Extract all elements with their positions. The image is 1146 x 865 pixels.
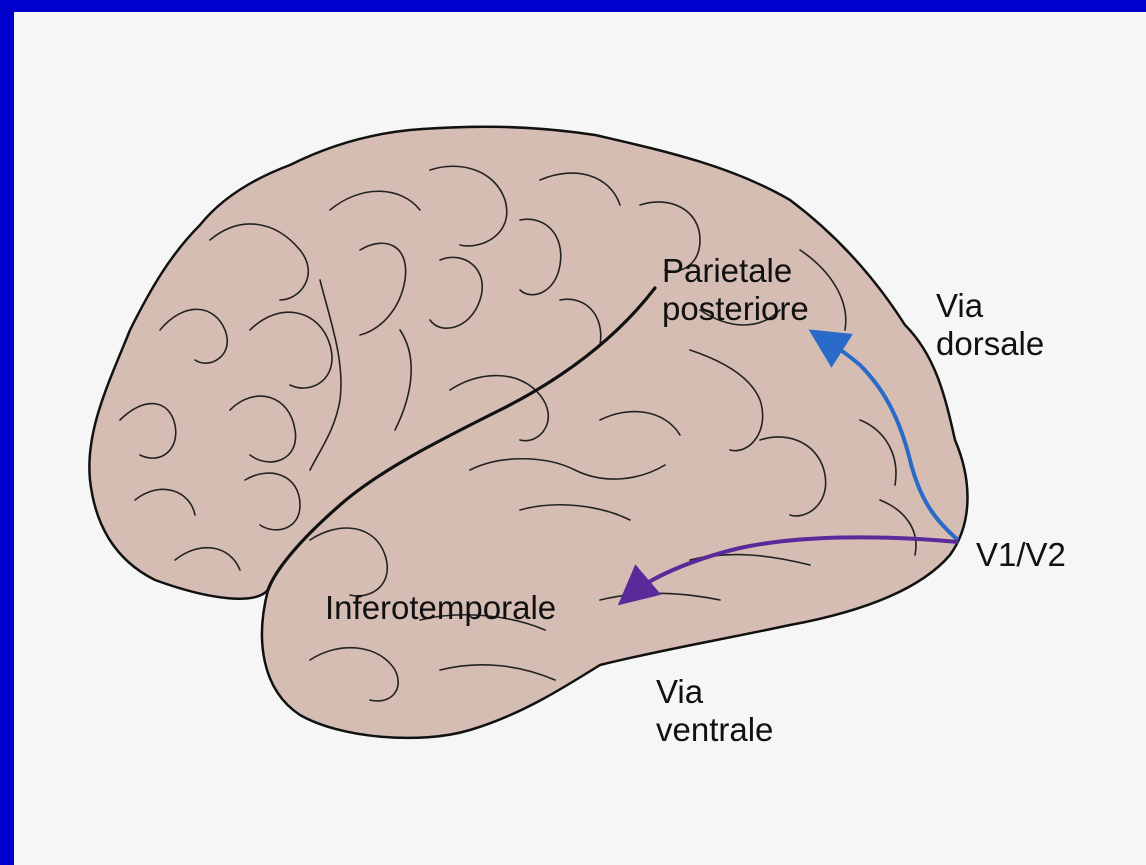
label-parietal-posterior: Parietale posteriore [662,252,809,328]
label-v1v2: V1/V2 [976,536,1066,574]
label-dorsal-line1: Via [936,287,1044,325]
label-ventral-pathway: Via ventrale [656,673,773,749]
label-parietal-line2: posteriore [662,290,809,328]
label-dorsal-line2: dorsale [936,325,1044,363]
label-dorsal-pathway: Via dorsale [936,287,1044,363]
label-inferotemporal: Inferotemporale [325,589,556,627]
label-parietal-line1: Parietale [662,252,809,290]
label-ventral-line2: ventrale [656,711,773,749]
label-ventral-line1: Via [656,673,773,711]
